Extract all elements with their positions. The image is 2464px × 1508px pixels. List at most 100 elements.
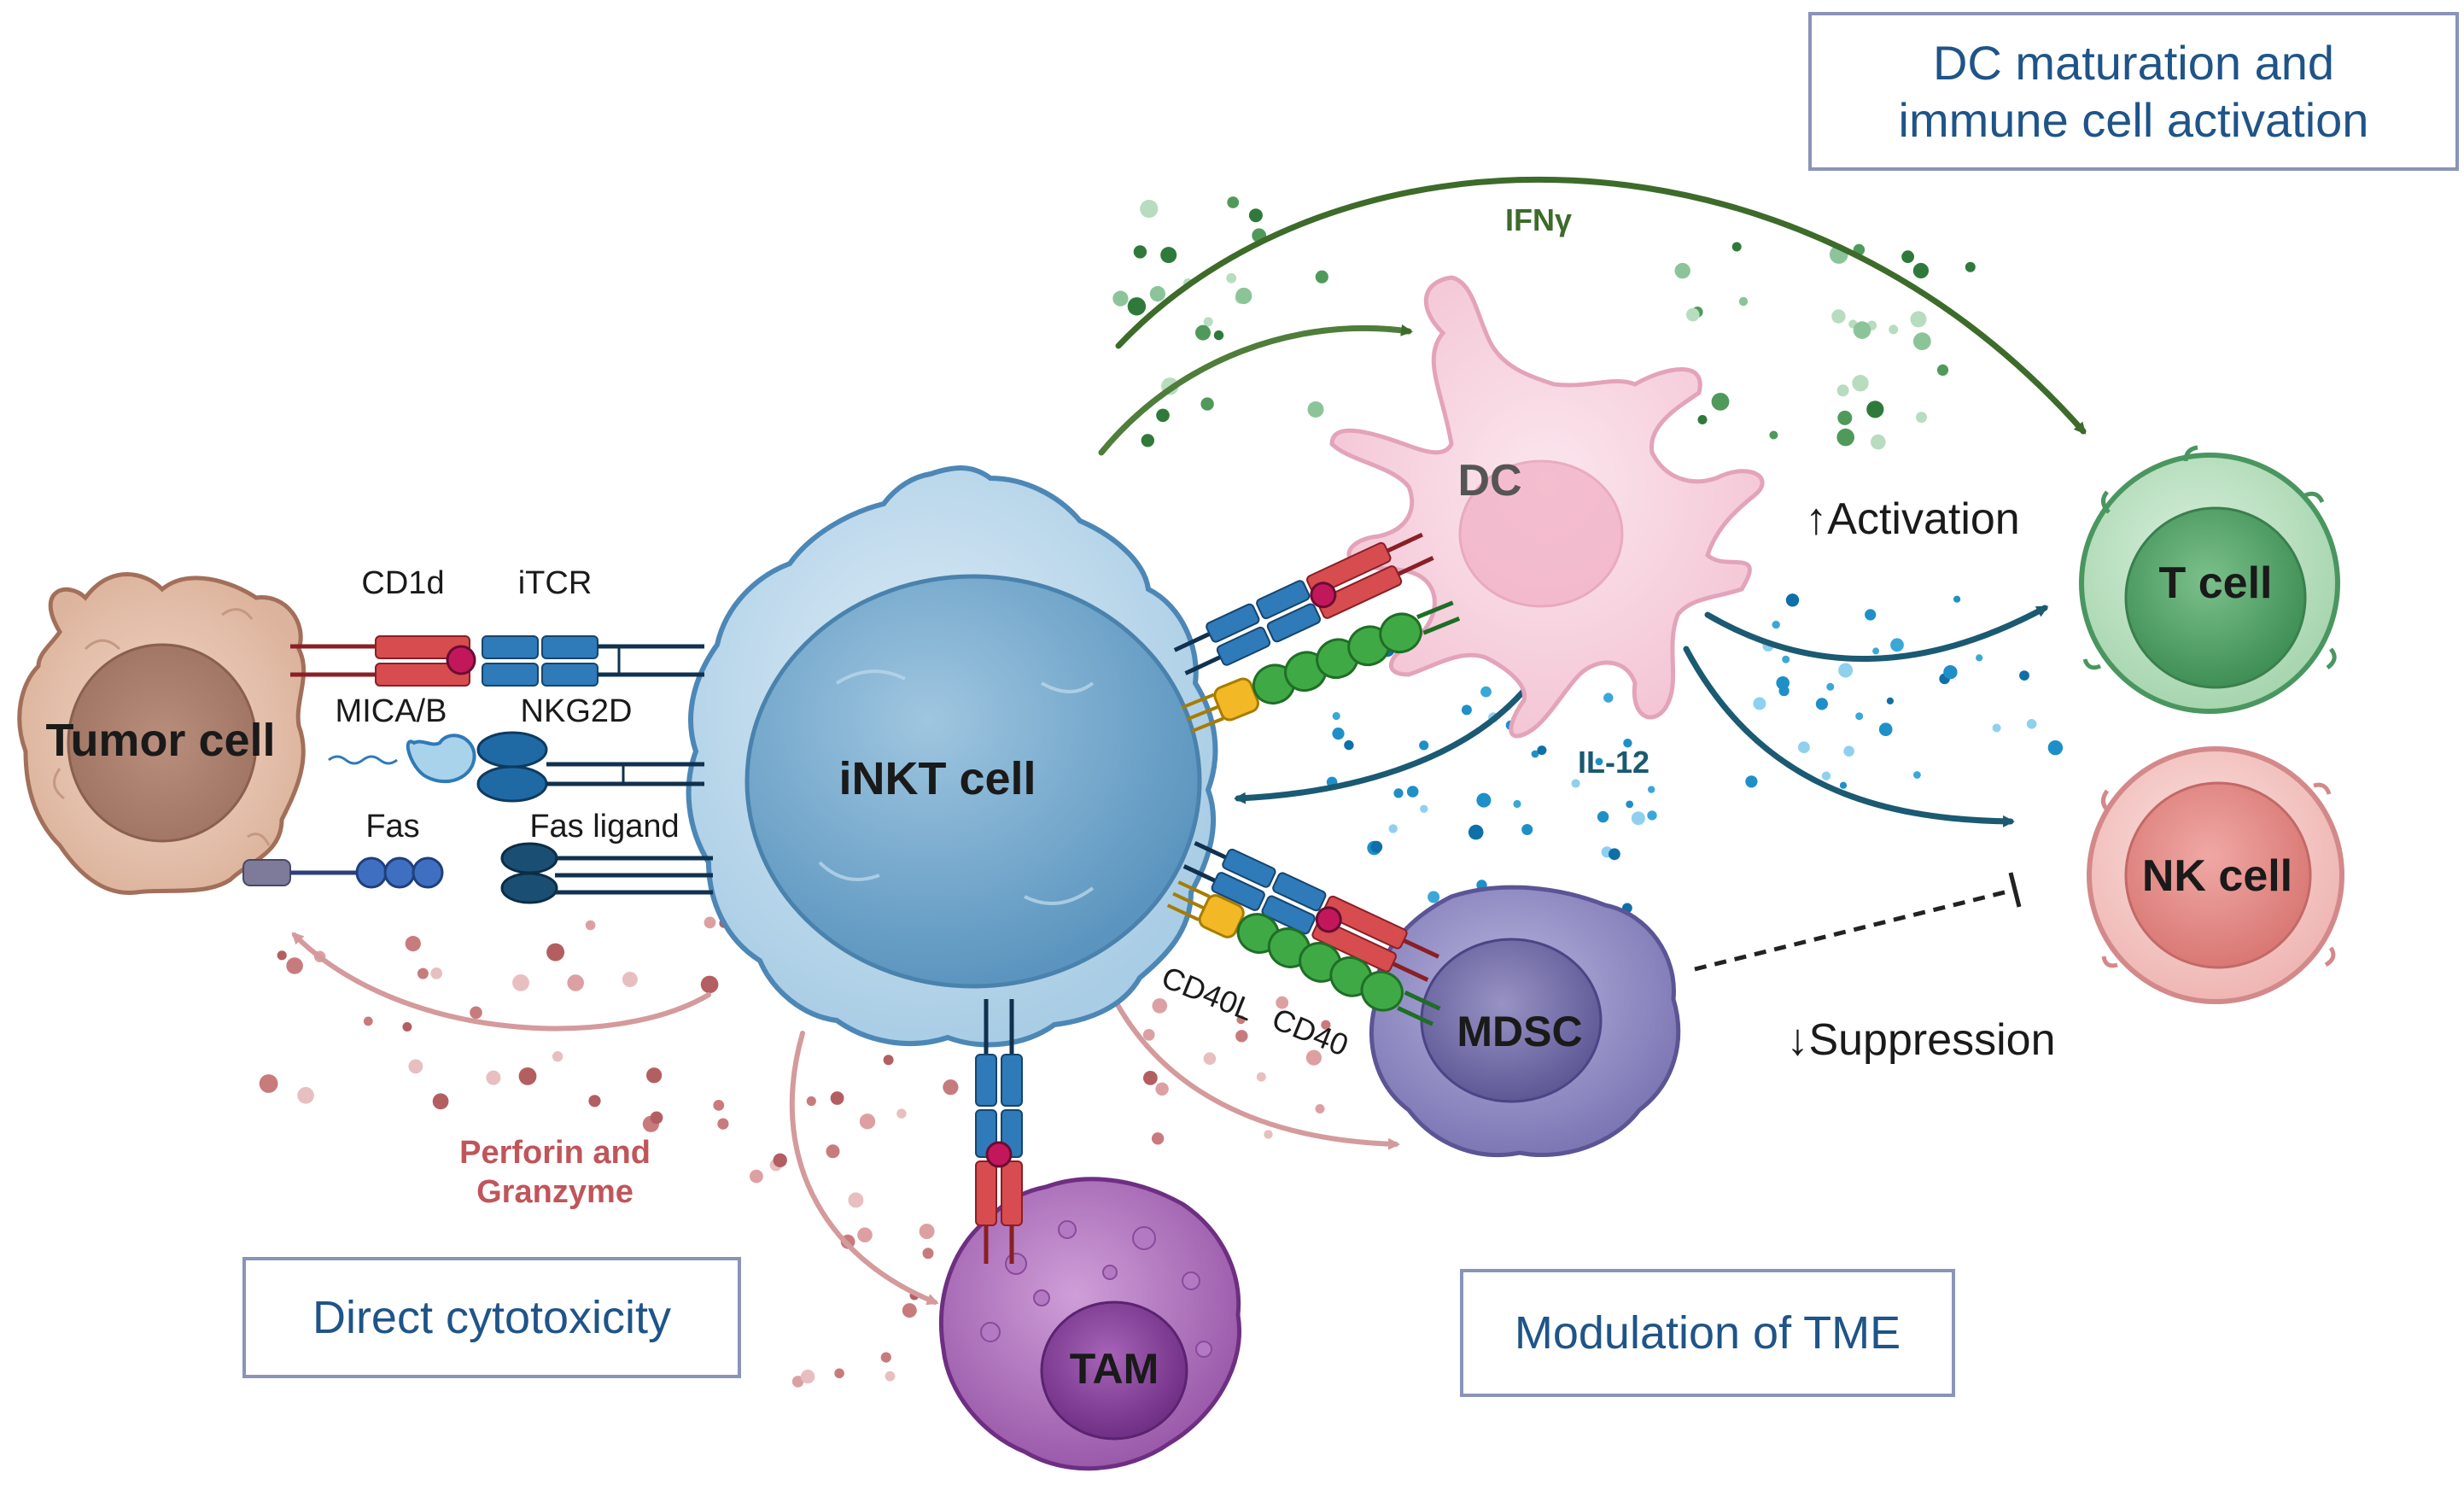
ifng-dot xyxy=(1203,317,1213,327)
perforin-dot xyxy=(880,1352,891,1363)
ifng-dot xyxy=(1889,324,1899,335)
il12-dot xyxy=(1420,804,1428,813)
perforin-dot xyxy=(859,1113,876,1130)
perforin-dot xyxy=(1256,1072,1266,1082)
fas-label: Fas xyxy=(365,809,419,845)
ifng-dot xyxy=(1133,245,1147,259)
perforin-dot xyxy=(773,1153,787,1168)
dc-maturation-box: DC maturation and immune cell activation xyxy=(1808,12,2459,171)
dc-maturation-text: DC maturation and immune cell activation xyxy=(1898,35,2369,147)
perforin-dot xyxy=(922,1248,934,1260)
ifng-dot xyxy=(1112,290,1129,307)
dendritic-cell xyxy=(1329,275,1765,739)
fas-fasl-complex xyxy=(242,842,713,904)
il12-dot xyxy=(1943,665,1958,680)
ifng-dot xyxy=(1315,270,1328,283)
direct-cytotoxicity-text: Direct cytotoxicity xyxy=(312,1291,672,1343)
ifng-dot xyxy=(1836,384,1849,397)
il12-dot xyxy=(1476,792,1492,808)
perforin-dot xyxy=(857,1227,873,1242)
ifng-dot xyxy=(1837,410,1853,425)
il12-dot xyxy=(1821,771,1831,780)
il12-dot xyxy=(1878,722,1893,736)
ifng-arrows xyxy=(1098,176,2087,456)
ifng-dot xyxy=(1901,250,1915,264)
inkt-tam-receptors xyxy=(975,999,1023,1264)
perforin-label: Perforin and xyxy=(459,1135,651,1171)
il12-dot xyxy=(1370,840,1383,853)
ifng-dot xyxy=(1227,196,1240,208)
perforin-dot xyxy=(943,1079,959,1096)
perforin-arrow-to-tam xyxy=(789,1031,939,1306)
ifng-dot xyxy=(1149,286,1165,302)
perforin-dot xyxy=(750,1169,763,1184)
tam-cell xyxy=(939,1177,1241,1471)
dc-label: DC xyxy=(1457,456,1521,506)
inkt-mdsc-receptors xyxy=(1182,840,1439,982)
inkt-cell xyxy=(686,465,1218,1048)
il12-dot xyxy=(1772,620,1780,629)
tam-label: TAM xyxy=(1070,1345,1159,1393)
inkt-dc-cd40-complex xyxy=(1181,600,1461,734)
modulation-tme-text: Modulation of TME xyxy=(1514,1306,1901,1359)
il12-dot xyxy=(1785,593,1800,607)
il12-dot xyxy=(1886,697,1894,705)
cd1d-itcr-complex xyxy=(290,635,704,687)
perforin-dot xyxy=(800,1369,815,1384)
ifng-dot xyxy=(1738,296,1749,307)
perforin-dot xyxy=(919,1224,935,1239)
perforin-arrows xyxy=(291,932,1400,1306)
perforin-dot xyxy=(1315,1104,1325,1113)
mdsc-cell xyxy=(1369,885,1681,1158)
il12-dot xyxy=(1603,693,1614,703)
perforin-dot xyxy=(552,1051,563,1062)
perforin-dot xyxy=(417,967,429,979)
il12-arrow-to-tcell xyxy=(1704,605,2049,663)
ifng-dot xyxy=(1912,262,1929,279)
ifng-dot xyxy=(1912,332,1931,351)
il12-arrow-to-nkcell xyxy=(1683,646,2015,827)
il12-dot xyxy=(2047,740,2064,756)
ifng-dot xyxy=(1235,287,1252,305)
activation-label: ↑Activation xyxy=(1805,494,2019,544)
il12-dot xyxy=(1872,647,1880,655)
perforin-dot xyxy=(1305,1049,1322,1066)
ifng-dot xyxy=(1195,324,1211,341)
suppression-inhibition-line xyxy=(1694,872,2022,972)
perforin-dot xyxy=(1142,1029,1155,1041)
t-cell xyxy=(2079,445,2340,714)
perforin-dot xyxy=(1236,1015,1246,1025)
il12-dot xyxy=(1419,740,1429,751)
ifng-dot xyxy=(1852,375,1869,392)
nk-cell xyxy=(2087,746,2344,1004)
il12-dot xyxy=(1461,704,1472,716)
granzyme-label: Granzyme xyxy=(476,1174,634,1210)
il12-dot xyxy=(1571,779,1580,788)
cd40l-label: CD40L xyxy=(1157,959,1258,1027)
ifng-cytokine-dots xyxy=(1112,196,1976,450)
ifng-dot xyxy=(1831,309,1846,324)
perforin-dot xyxy=(259,1074,278,1093)
il12-dot xyxy=(1798,741,1810,753)
il12-dot xyxy=(1648,786,1655,793)
ifng-dot xyxy=(1127,297,1147,316)
il12-dot xyxy=(1537,745,1547,756)
inkt-cell-label: iNKT cell xyxy=(838,753,1036,804)
inkt-dc-receptors xyxy=(1173,532,1434,675)
cd1d-label: CD1d xyxy=(361,565,444,601)
perforin-dot xyxy=(902,1303,917,1318)
suppression-label: ↓Suppression xyxy=(1786,1015,2055,1065)
perforin-dot xyxy=(700,975,719,994)
perforin-arrow-to-tumor xyxy=(291,932,711,1032)
il12-dot xyxy=(1344,739,1354,751)
fas-ligand-label: Fas ligand xyxy=(529,809,679,845)
perforin-dot xyxy=(791,1376,804,1388)
ifng-dot xyxy=(1307,401,1324,418)
il12-dot xyxy=(1992,723,2001,733)
modulation-tme-box: Modulation of TME xyxy=(1460,1269,1955,1397)
perforin-dot xyxy=(1143,1071,1158,1085)
ifng-dot xyxy=(1141,434,1155,447)
mica-nkg2d-complex xyxy=(328,731,704,803)
il12-dot xyxy=(1913,771,1921,779)
perforin-dot xyxy=(1321,1020,1331,1030)
